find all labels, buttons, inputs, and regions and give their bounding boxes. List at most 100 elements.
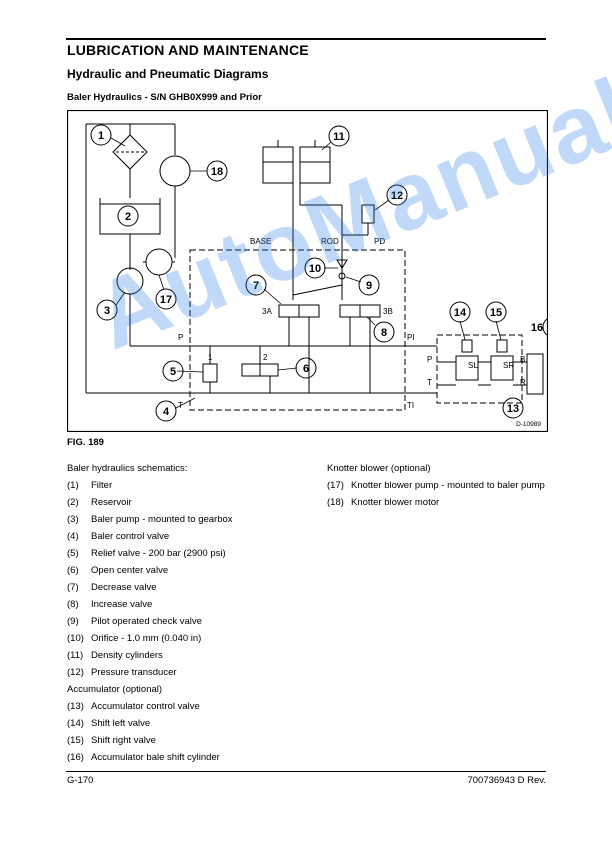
section-title: LUBRICATION AND MAINTENANCE: [67, 42, 309, 58]
callout-6: 6: [303, 363, 309, 375]
callout-3: 3: [104, 305, 110, 317]
legend-item-number: (15): [67, 735, 84, 746]
label-b: B: [520, 355, 525, 364]
page-number: G-170: [67, 775, 94, 786]
figure-caption: FIG. 189: [67, 437, 104, 448]
callout-4: 4: [163, 406, 170, 418]
label-ti: TI: [407, 401, 414, 410]
accumulator-heading: Accumulator (optional): [67, 684, 163, 695]
legend-item-number: (5): [67, 548, 79, 559]
legend-item: (17)Knotter blower pump - mounted to bal…: [327, 477, 545, 494]
label-rod: ROD: [321, 237, 339, 246]
callout-7: 7: [253, 280, 259, 292]
label-valve-1: 1: [208, 353, 213, 362]
callout-13: 13: [507, 403, 519, 415]
legend-item: (6) Open center valve: [67, 562, 233, 579]
legend-item-number: (2): [67, 497, 79, 508]
legend-item: (2) Reservoir: [67, 494, 233, 511]
legend-item: (1) Filter: [67, 477, 233, 494]
legend-item-number: (6): [67, 565, 79, 576]
label-3b: 3B: [383, 307, 393, 316]
legend-item-text: Relief valve - 200 bar (2900 psi): [91, 548, 226, 559]
callout-5: 5: [170, 366, 176, 378]
legend-item-text: Open center valve: [91, 565, 169, 576]
label-sr: SR: [503, 361, 514, 370]
callout-2: 2: [125, 211, 131, 223]
label-pd: PD: [374, 237, 385, 246]
legend-item-number: (18): [327, 497, 344, 508]
legend-item-text: Reservoir: [91, 497, 132, 508]
legend-item: (7) Decrease valve: [67, 579, 233, 596]
callout-9: 9: [366, 280, 372, 292]
callout-1: 1: [98, 130, 104, 142]
callout-11: 11: [333, 131, 345, 143]
legend-item-number: (9): [67, 616, 79, 627]
legend-item-text: Decrease valve: [91, 582, 157, 593]
knotter-heading: Knotter blower (optional): [327, 463, 431, 474]
callout-12: 12: [391, 190, 403, 202]
top-rule: [66, 38, 546, 40]
legend-item-number: (3): [67, 514, 79, 525]
label-pi: PI: [407, 333, 415, 342]
legend-item-number: (4): [67, 531, 79, 542]
legend-item-text: Filter: [91, 480, 113, 491]
legend-item-text: Knotter blower motor: [351, 497, 440, 508]
callout-18: 18: [211, 166, 223, 178]
label-valve-2: 2: [263, 353, 268, 362]
legend-item-text: Accumulator control valve: [91, 701, 200, 712]
legend-item-text: Baler pump - mounted to gearbox: [91, 514, 233, 525]
callout-15: 15: [490, 307, 502, 319]
legend-item-text: Pilot operated check valve: [91, 616, 202, 627]
legend-right-column: Knotter blower (optional) (17)Knotter bl…: [327, 460, 545, 511]
legend-item-text: Pressure transducer: [91, 667, 177, 678]
legend-item: (12) Pressure transducer: [67, 664, 233, 681]
legend-item-text: Density cylinders: [91, 650, 163, 661]
legend-item: (15) Shift right valve: [67, 732, 233, 749]
callout-17: 17: [160, 294, 172, 306]
legend-item-number: (7): [67, 582, 79, 593]
legend-item-text: Shift right valve: [91, 735, 156, 746]
subsection-title: Hydraulic and Pneumatic Diagrams: [67, 67, 269, 81]
legend-item-text: Increase valve: [91, 599, 153, 610]
legend-item-number: (17): [327, 480, 344, 491]
legend-item-number: (11): [67, 650, 84, 661]
label-p-left: P: [178, 333, 183, 342]
legend-item: (9) Pilot operated check valve: [67, 613, 233, 630]
legend-item: (13) Accumulator control valve: [67, 698, 233, 715]
callout-10: 10: [309, 263, 321, 275]
legend-item-number: (13): [67, 701, 84, 712]
legend-item: (8) Increase valve: [67, 596, 233, 613]
legend-item-number: (8): [67, 599, 79, 610]
footer-rule: [66, 771, 546, 772]
legend-item: (11) Density cylinders: [67, 647, 233, 664]
legend-item: (5) Relief valve - 200 bar (2900 psi): [67, 545, 233, 562]
legend-item: (3) Baler pump - mounted to gearbox: [67, 511, 233, 528]
legend-item: (14) Shift left valve: [67, 715, 233, 732]
diagram-title: Baler Hydraulics - S/N GHB0X999 and Prio…: [67, 92, 262, 103]
legend-item-number: (14): [67, 718, 84, 729]
legend-item: (18) Knotter blower motor: [327, 494, 545, 511]
label-t-left: T: [178, 401, 183, 410]
label-p-right: P: [427, 355, 432, 364]
label-t-right: T: [427, 378, 432, 387]
label-3a: 3A: [262, 307, 272, 316]
legend-item-number: (1): [67, 480, 79, 491]
legend-item-number: (16): [67, 752, 84, 763]
legend-item-text: Accumulator bale shift cylinder: [91, 752, 220, 763]
legend-item: (10)Orifice - 1.0 mm (0.040 in): [67, 630, 233, 647]
legend-item-text: Shift left valve: [91, 718, 151, 729]
document-number: 700736943 D Rev.: [467, 775, 546, 786]
legend-left-column: Baler hydraulics schematics: (1) Filter (2…: [67, 460, 233, 766]
legend-heading: Baler hydraulics schematics:: [67, 463, 188, 474]
label-base: BASE: [250, 237, 271, 246]
legend-item-text: Orifice - 1.0 mm (0.040 in): [91, 633, 202, 644]
callout-14: 14: [454, 307, 467, 319]
legend-item: (4) Baler control valve: [67, 528, 233, 545]
legend-item-number: (12): [67, 667, 84, 678]
label-r: R: [520, 378, 526, 387]
label-sl: SL: [468, 361, 478, 370]
callout-16: 16: [531, 322, 543, 334]
drawing-id: D-10989: [516, 421, 541, 428]
legend-item: (16) Accumulator bale shift cylinder: [67, 749, 233, 766]
legend-item-text: Baler control valve: [91, 531, 170, 542]
